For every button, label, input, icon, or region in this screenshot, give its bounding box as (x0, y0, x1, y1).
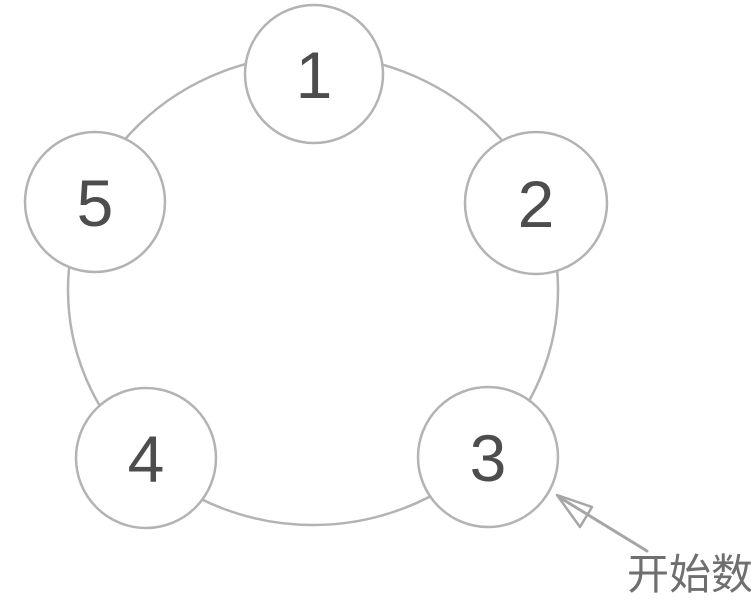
node-3-label: 3 (470, 421, 507, 495)
node-1: 1 (243, 3, 385, 145)
arrow-shaft-line (557, 495, 649, 553)
arrow-head-icon (555, 493, 594, 529)
node-5-circle (23, 130, 167, 274)
node-1-label: 1 (296, 38, 333, 112)
node-1-circle (243, 3, 385, 145)
start-counting-annotation: 开始数 (627, 551, 751, 598)
node-4-label: 4 (128, 422, 165, 496)
node-3: 3 (416, 385, 560, 529)
node-2: 2 (463, 130, 609, 276)
start-arrow (555, 493, 649, 553)
node-2-label: 2 (518, 167, 555, 241)
node-5-label: 5 (77, 166, 114, 240)
node-3-circle (416, 385, 560, 529)
node-4-circle (74, 386, 218, 530)
node-4: 4 (74, 386, 218, 530)
node-5: 5 (23, 130, 167, 274)
node-2-circle (463, 130, 609, 276)
